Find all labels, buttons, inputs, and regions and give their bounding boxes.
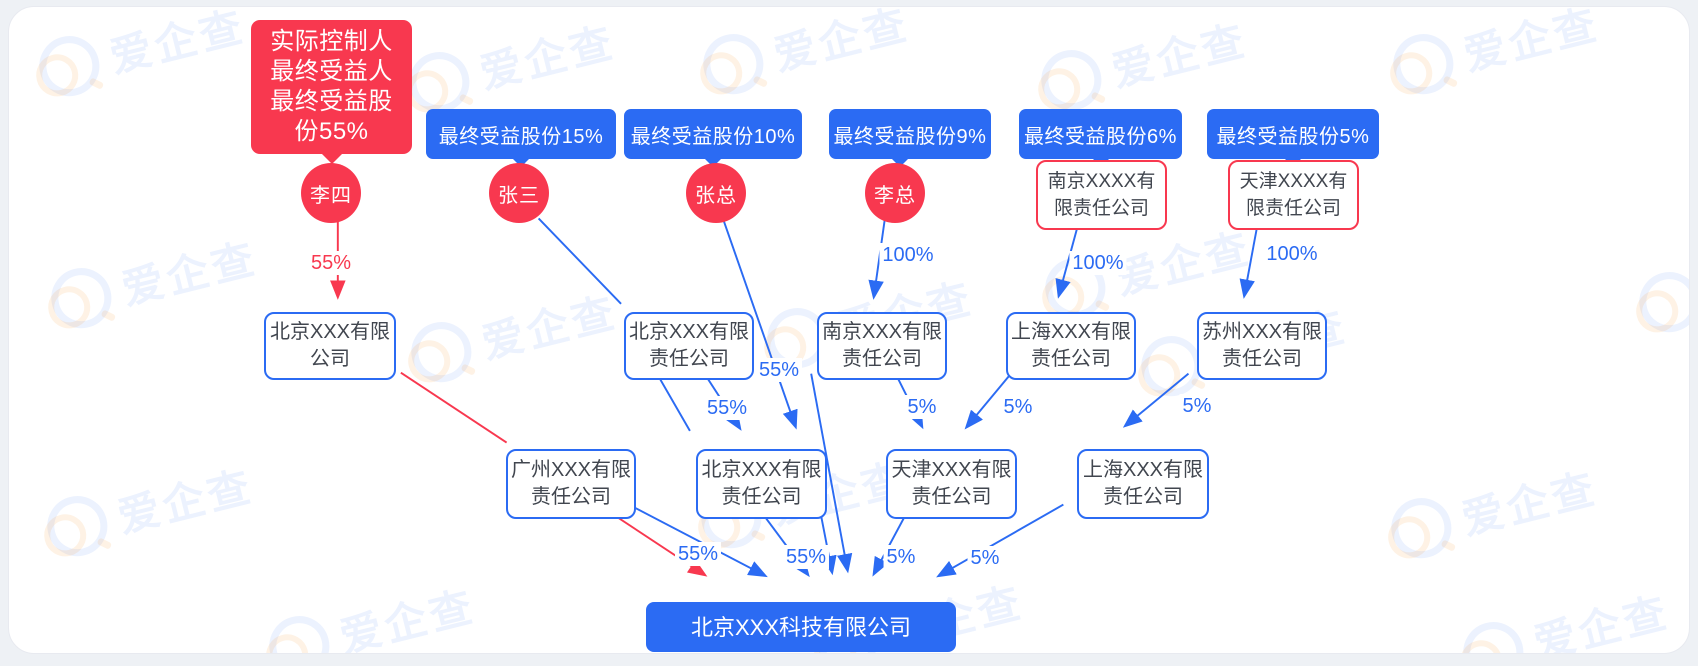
company-node[interactable]: 南京XXX有限责任公司 (817, 312, 947, 380)
edge-label: 100% (1069, 251, 1127, 275)
edge-label: 5% (883, 545, 919, 569)
holding-lines (537, 217, 1259, 574)
beneficiary-bubble: 最终受益股份5% (1207, 109, 1379, 167)
target-company-node[interactable]: 北京XXX科技有限公司 (646, 602, 956, 652)
edge-label: 5% (904, 395, 940, 419)
company-node[interactable]: 天津XXX有限责任公司 (886, 449, 1017, 519)
company-node[interactable]: 苏州XXX有限责任公司 (1197, 312, 1327, 380)
controller-bubble-line: 最终受益人 (270, 58, 393, 85)
company-node[interactable]: 北京XXX有限责任公司 (696, 449, 827, 519)
company-node[interactable]: 北京XXX有限责任公司 (624, 312, 754, 380)
beneficiary-bubble: 最终受益股份9% (829, 109, 991, 167)
company-node[interactable]: 上海XXX有限责任公司 (1077, 449, 1209, 519)
beneficiary-bubble: 最终受益股份6% (1019, 109, 1182, 167)
edge-label: 55% (703, 396, 751, 420)
diagram-card: 爱企查 爱企查 爱企查 爱企查 爱企查 爱企查 爱企查 爱企查 爱企查 爱企查 … (8, 6, 1690, 654)
edge-label: 55% (674, 542, 722, 566)
controller-bubble-line: 实际控制人 (270, 28, 393, 55)
edge-label: 100% (879, 243, 937, 267)
person-node[interactable]: 张三 (489, 163, 549, 223)
controller-bubble: 实际控制人最终受益人最终受益股份55% (251, 20, 412, 164)
control-path-lines (330, 217, 708, 577)
controller-bubble-line: 最终受益股份55% (270, 88, 393, 145)
person-node[interactable]: 张总 (686, 163, 746, 223)
company-node[interactable]: 广州XXX有限责任公司 (506, 449, 636, 519)
company-node[interactable]: 南京XXXX有限责任公司 (1036, 160, 1167, 230)
beneficiary-bubble: 最终受益股份10% (624, 109, 802, 167)
company-node[interactable]: 上海XXX有限责任公司 (1006, 312, 1136, 380)
edge-label: 55% (782, 545, 830, 569)
diagram-stage: 爱企查 爱企查 爱企查 爱企查 爱企查 爱企查 爱企查 爱企查 爱企查 爱企查 … (9, 7, 1689, 653)
edge-label: 5% (1000, 395, 1036, 419)
edge-label: 55% (307, 251, 355, 275)
beneficiary-bubble: 最终受益股份15% (426, 109, 616, 167)
company-node[interactable]: 北京XXX有限公司 (264, 312, 396, 380)
company-node[interactable]: 天津XXXX有限责任公司 (1228, 160, 1359, 230)
edge-label: 5% (967, 546, 1003, 570)
edge-label: 100% (1263, 242, 1321, 266)
edge-label: 5% (1179, 394, 1215, 418)
person-node[interactable]: 李总 (865, 163, 925, 223)
edge-label: 55% (755, 358, 803, 382)
person-node[interactable]: 李四 (301, 163, 361, 223)
